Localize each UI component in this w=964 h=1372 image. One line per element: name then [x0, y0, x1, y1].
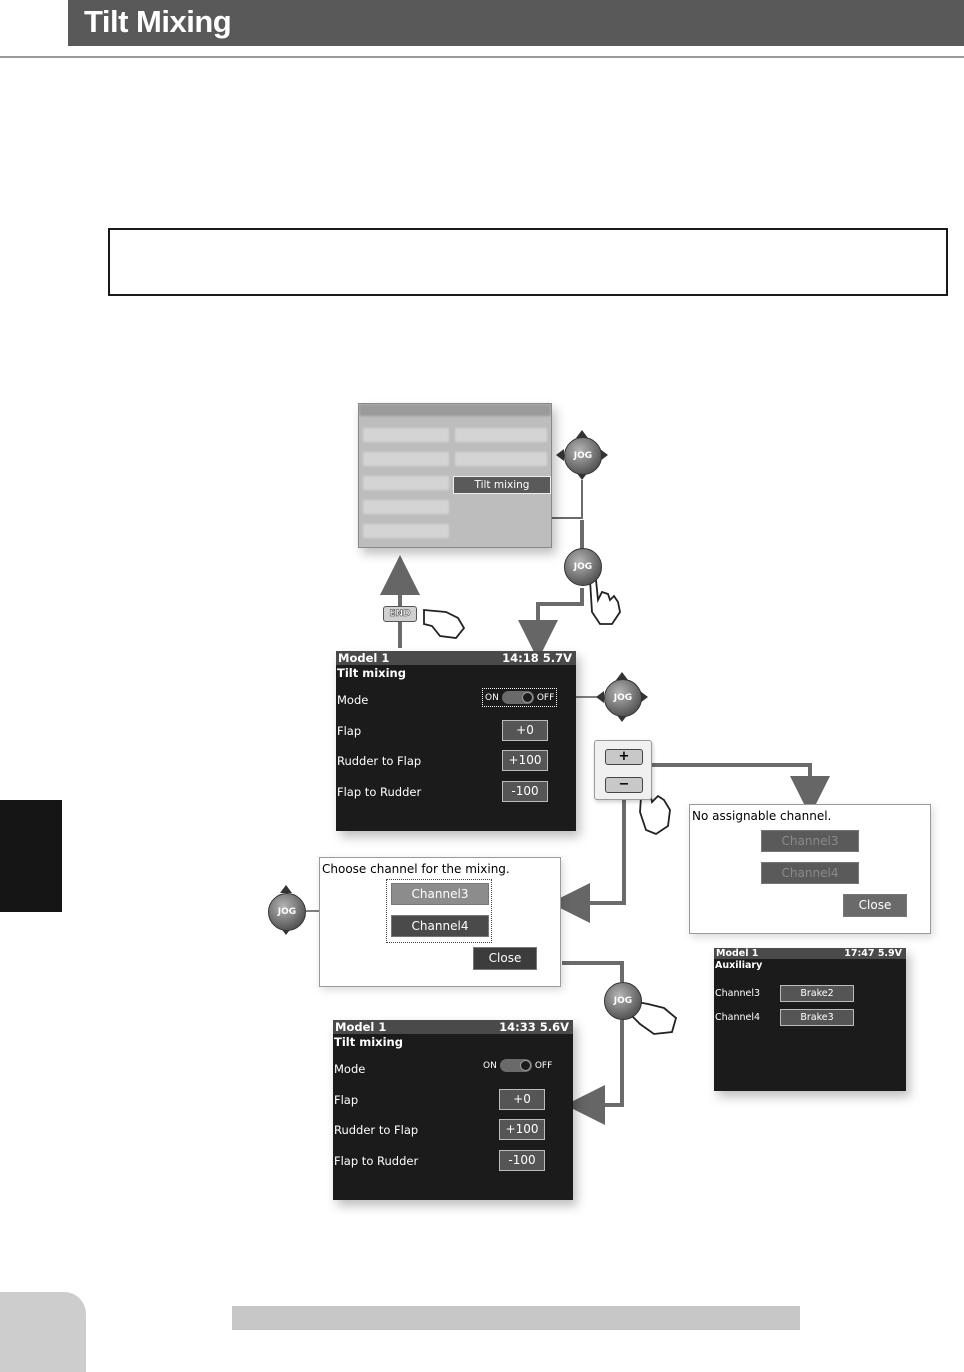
channel-selection-frame: [386, 879, 492, 943]
flap-to-rudder-value[interactable]: -100: [502, 781, 548, 802]
status-bar: Model 1 14:18 5.7V: [336, 651, 576, 665]
plus-button[interactable]: +: [605, 749, 643, 765]
toggle-on-label: ON: [485, 693, 499, 703]
screen-title: Tilt mixing: [337, 666, 406, 680]
mode-toggle[interactable]: ON OFF: [482, 688, 558, 707]
rudder-to-flap-value[interactable]: +100: [499, 1119, 545, 1140]
mode-label: Mode: [334, 1062, 366, 1076]
minus-button[interactable]: −: [605, 777, 643, 793]
tilt-mixing-screen-updated: Model 1 14:33 5.6V Tilt mixing Mode ON OF…: [333, 1020, 573, 1200]
flap-value[interactable]: +0: [499, 1089, 545, 1110]
time-voltage: 14:18 5.7V: [502, 651, 572, 665]
rudder-to-flap-label: Rudder to Flap: [334, 1123, 419, 1137]
model-name: Model 1: [716, 948, 759, 959]
chapter-side-tab: [0, 800, 62, 912]
dialog-message: Choose channel for the mixing.: [322, 862, 510, 876]
channel4-button[interactable]: Channel4: [391, 915, 489, 937]
flap-to-rudder-label: Flap to Rudder: [334, 1154, 419, 1168]
channel3-button-disabled: Channel3: [761, 830, 859, 852]
header-divider: [0, 56, 964, 58]
status-bar: Model 1 14:33 5.6V: [333, 1020, 573, 1034]
channel3-value[interactable]: Brake2: [780, 985, 854, 1002]
channel3-button[interactable]: Channel3: [391, 883, 489, 905]
time-voltage: 17:47 5.9V: [844, 948, 902, 959]
jog-dial-icon[interactable]: JOG: [604, 679, 642, 717]
section-header-bar: [68, 0, 964, 46]
page-title: Tilt Mixing: [84, 4, 232, 39]
rudder-to-flap-value[interactable]: +100: [502, 750, 548, 771]
tilt-mixing-screen: Model 1 14:18 5.7V Tilt mixing Mode ON OF…: [336, 651, 576, 831]
no-assignable-channel-dialog: No assignable channel. Channel3 Channel4…: [689, 804, 931, 934]
note-box: [108, 228, 948, 296]
toggle-switch[interactable]: [499, 1059, 532, 1072]
tilt-mixing-menu-item[interactable]: Tilt mixing: [453, 476, 551, 494]
model-name: Model 1: [335, 1020, 387, 1034]
auxiliary-screen: Model 1 17:47 5.9V Auxiliary Channel3 Br…: [714, 948, 906, 1091]
footer-bar: [232, 1306, 800, 1330]
flap-label: Flap: [337, 724, 362, 738]
toggle-switch[interactable]: [501, 691, 534, 704]
jog-press-icon[interactable]: JOG: [564, 548, 602, 586]
dialog-message: No assignable channel.: [692, 809, 832, 823]
channel4-value[interactable]: Brake3: [780, 1009, 854, 1026]
page-number-tab: [0, 1292, 86, 1372]
mode-label: Mode: [337, 693, 369, 707]
flap-to-rudder-label: Flap to Rudder: [337, 785, 422, 799]
flap-value[interactable]: +0: [502, 720, 548, 741]
plus-minus-keys: + −: [594, 740, 652, 800]
jog-press-icon[interactable]: JOG: [604, 982, 642, 1020]
jog-dial-icon[interactable]: JOG: [564, 437, 602, 475]
screen-title: Auxiliary: [715, 960, 763, 971]
status-bar: Model 1 17:47 5.9V: [714, 948, 906, 959]
screen-title: Tilt mixing: [334, 1035, 403, 1049]
flap-label: Flap: [334, 1093, 359, 1107]
end-button[interactable]: END: [383, 606, 417, 622]
choose-channel-dialog: Choose channel for the mixing. Channel3 …: [319, 857, 561, 987]
time-voltage: 14:33 5.6V: [499, 1020, 569, 1034]
close-button[interactable]: Close: [843, 894, 907, 917]
close-button[interactable]: Close: [473, 947, 537, 970]
toggle-on-label: ON: [483, 1061, 497, 1071]
mixing-menu-screen: Tilt mixing: [358, 403, 552, 548]
jog-dial-icon[interactable]: JOG: [268, 893, 306, 931]
mode-toggle[interactable]: ON OFF: [483, 1059, 552, 1072]
toggle-off-label: OFF: [534, 1061, 553, 1071]
flap-to-rudder-value[interactable]: -100: [499, 1150, 545, 1171]
toggle-off-label: OFF: [536, 693, 555, 703]
channel3-label: Channel3: [715, 988, 761, 999]
model-name: Model 1: [338, 651, 390, 665]
rudder-to-flap-label: Rudder to Flap: [337, 754, 422, 768]
channel4-button-disabled: Channel4: [761, 862, 859, 884]
channel4-label: Channel4: [715, 1012, 761, 1023]
